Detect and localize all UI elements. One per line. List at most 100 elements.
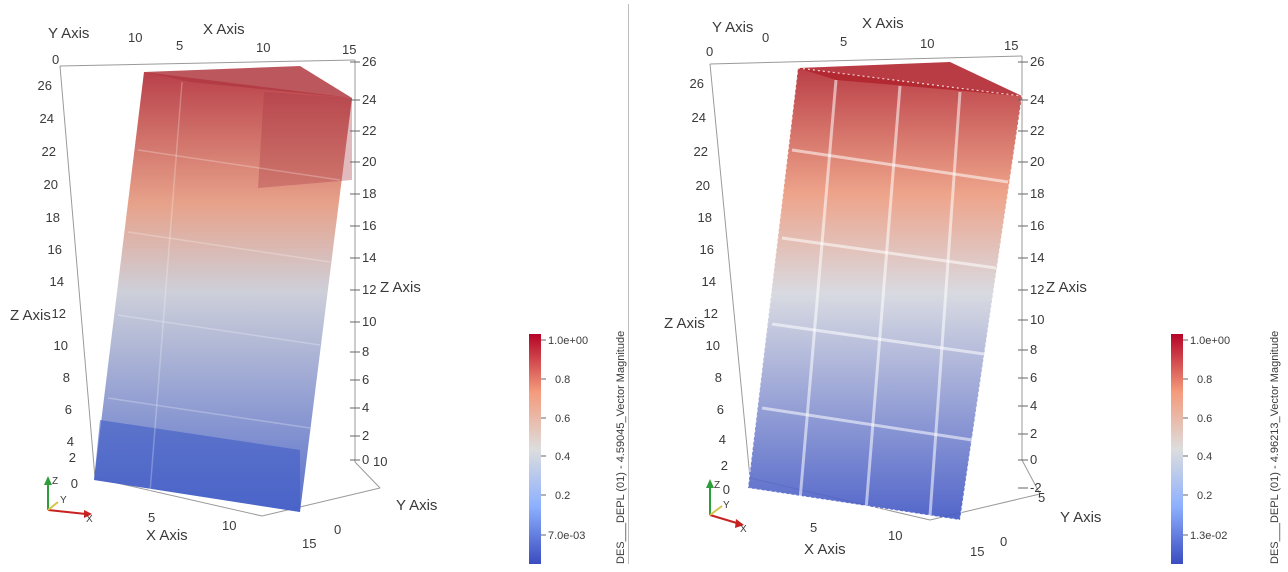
orientation-x-label: X [86, 514, 93, 525]
view-splitter[interactable] [628, 4, 629, 564]
tick-label: 15 [1004, 38, 1018, 53]
x-axis-bottom-ticks: 5 10 15 [148, 510, 316, 551]
z-axis-title-left: Z Axis [664, 315, 705, 332]
tick-label: 24 [1030, 92, 1044, 107]
tick-label: 20 [362, 154, 376, 169]
z-axis-left-ticks: 26 24 22 20 18 16 14 12 10 8 6 4 2 0 [690, 76, 730, 497]
z-axis-left-ticks: 26 24 22 20 18 16 14 12 10 8 6 4 2 0 [38, 78, 78, 491]
tick-label: 8 [63, 370, 70, 385]
colorbar-label: 0.4 [1197, 451, 1212, 463]
tick-label: 24 [40, 111, 54, 126]
tick-label: 24 [692, 110, 706, 125]
colorbar-label: 0.8 [555, 374, 570, 386]
x-axis-title-bottom: X Axis [146, 527, 188, 544]
tick-label: 20 [44, 177, 58, 192]
orientation-z-label: Z [52, 476, 58, 487]
tick-label: 14 [702, 274, 716, 289]
tick-label: 16 [1030, 218, 1044, 233]
tick-label: 6 [1030, 370, 1037, 385]
tick-label: 15 [342, 42, 356, 57]
tick-label: 12 [52, 306, 66, 321]
colorbar-label: 7.0e-03 [548, 530, 585, 542]
tick-label: 2 [721, 458, 728, 473]
tick-label: 15 [302, 536, 316, 551]
colorbar-title: DES___DEPL (01) - 4.59045_Vector Magnitu… [615, 331, 627, 564]
tick-label: 0 [762, 30, 769, 45]
tick-label: 10 [1030, 312, 1044, 327]
tick-label: 18 [698, 210, 712, 225]
tick-label: 12 [362, 282, 376, 297]
tick-label: 10 [362, 314, 376, 329]
y-axis-title-top: Y Axis [712, 19, 753, 36]
tick-label: 0 [706, 44, 713, 59]
orientation-y-label: Y [60, 495, 67, 506]
tick-label: 12 [1030, 282, 1044, 297]
y-axis-title-right: Y Axis [1060, 509, 1101, 526]
tick-label: 6 [362, 372, 369, 387]
tick-label: 5 [840, 34, 847, 49]
colorbar-label: 0.2 [1197, 490, 1212, 502]
scalar-colorbar-right: 1.0e+00 0.8 0.6 0.4 0.2 1.3e-02 DES___DE… [1171, 331, 1281, 564]
render-view-left[interactable]: 26 24 22 20 18 16 14 12 10 8 6 4 2 0 Z A… [0, 0, 628, 567]
colorbar-label: 0.6 [1197, 413, 1212, 425]
tick-label: 22 [694, 144, 708, 159]
colorbar-label: 1.0e+00 [548, 335, 588, 347]
z-axis-right-ticks: 26 24 22 20 18 16 14 12 10 8 6 4 2 0 [350, 54, 376, 467]
colorbar-label: 0.4 [555, 451, 570, 463]
tick-label: 6 [65, 402, 72, 417]
tick-label: 5 [148, 510, 155, 525]
tick-label: 10 [256, 40, 270, 55]
tick-label: 14 [362, 250, 376, 265]
tick-label: 18 [46, 210, 60, 225]
tick-label: 14 [1030, 250, 1044, 265]
x-axis-title-bottom: X Axis [804, 541, 846, 558]
tick-label: -2 [1030, 480, 1042, 495]
tick-label: 5 [810, 520, 817, 535]
tick-label: 8 [362, 344, 369, 359]
x-axis-top-ticks: 10 5 10 15 [128, 30, 356, 57]
x-axis-title-top: X Axis [203, 21, 245, 38]
tick-label: 10 [54, 338, 68, 353]
y-axis-right-ticks: 5 0 [1000, 490, 1045, 549]
tick-label: 22 [42, 144, 56, 159]
orientation-axes-widget: Z Y X [44, 476, 93, 525]
tick-label: 0 [52, 52, 59, 67]
tick-label: 22 [362, 123, 376, 138]
tick-label: 10 [128, 30, 142, 45]
colorbar-label: 0.6 [555, 413, 570, 425]
tick-label: 10 [920, 36, 934, 51]
render-canvas-right[interactable]: 26 24 22 20 18 16 14 12 10 8 6 4 2 0 Z A… [630, 0, 1288, 567]
colorbar-gradient [1171, 334, 1183, 564]
tick-label: 2 [69, 450, 76, 465]
colorbar-gradient [529, 334, 541, 564]
colorbar-label: 1.0e+00 [1190, 335, 1230, 347]
tick-label: 10 [222, 518, 236, 533]
render-canvas-left[interactable]: 26 24 22 20 18 16 14 12 10 8 6 4 2 0 Z A… [0, 0, 628, 567]
tick-label: 2 [362, 428, 369, 443]
x-axis-title-top: X Axis [862, 15, 904, 32]
render-view-right[interactable]: 26 24 22 20 18 16 14 12 10 8 6 4 2 0 Z A… [630, 0, 1288, 567]
tick-label: 12 [704, 306, 718, 321]
tick-label: 26 [362, 54, 376, 69]
scalar-colorbar-left: 1.0e+00 0.8 0.6 0.4 0.2 7.0e-03 DES___DE… [529, 331, 627, 564]
z-axis-title-left: Z Axis [10, 307, 51, 324]
tick-label: 26 [38, 78, 52, 93]
tick-label: 18 [362, 186, 376, 201]
tick-label: 16 [700, 242, 714, 257]
colorbar-title: DES___DEPL (01) - 4.96213_Vector Magnitu… [1269, 331, 1281, 564]
x-axis-top-ticks: 0 5 10 15 [762, 30, 1018, 53]
z-axis-title-right: Z Axis [1046, 279, 1087, 296]
tick-label: 10 [888, 528, 902, 543]
orientation-x-label: X [740, 524, 747, 535]
tick-label: 4 [1030, 398, 1037, 413]
x-axis-bottom-ticks: 5 10 15 [810, 520, 984, 559]
tick-label: 14 [50, 274, 64, 289]
orientation-y-label: Y [723, 500, 730, 511]
building-mesh [747, 62, 1023, 521]
tick-label: 6 [717, 402, 724, 417]
tick-label: 0 [723, 482, 730, 497]
tick-label: 10 [373, 454, 387, 469]
y-axis-title-top: Y Axis [48, 25, 89, 42]
tick-label: 24 [362, 92, 376, 107]
tick-label: 4 [67, 434, 74, 449]
